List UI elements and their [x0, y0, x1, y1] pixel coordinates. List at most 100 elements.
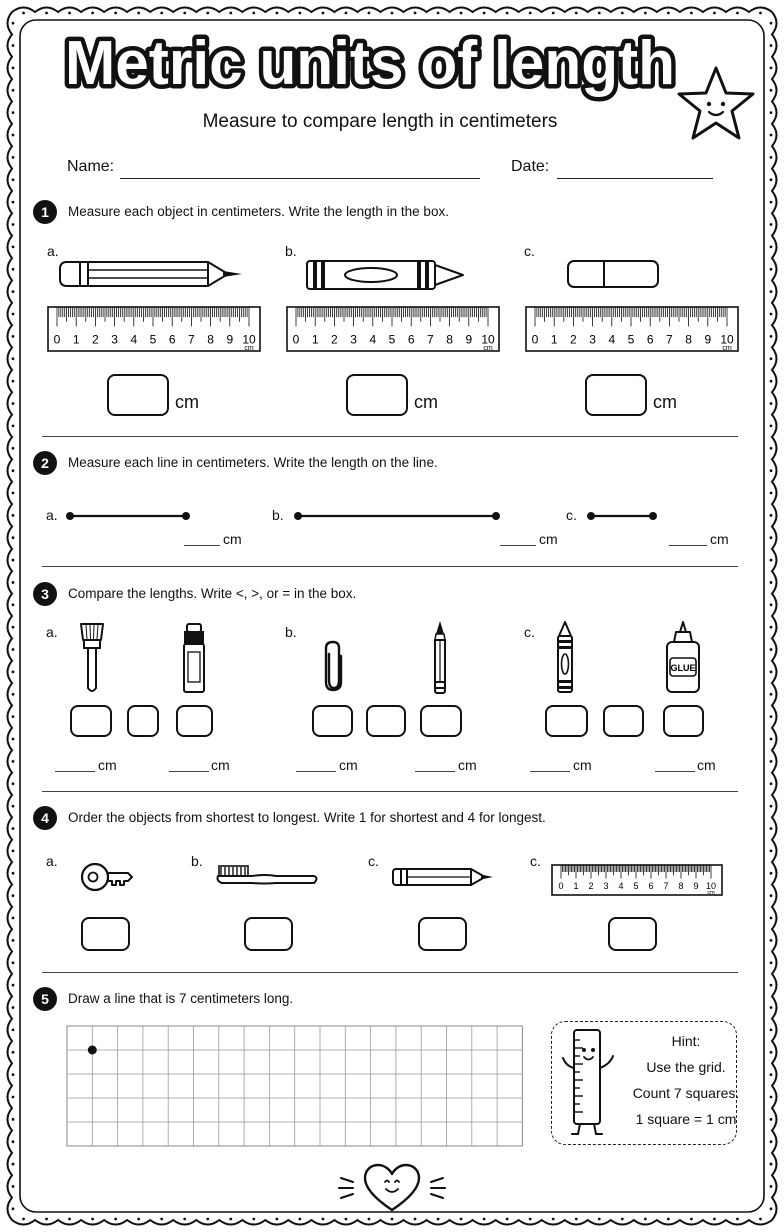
section-1-number: 1	[33, 200, 57, 224]
section-4-number: 4	[33, 806, 57, 830]
answer-blank-3a-right[interactable]	[169, 771, 209, 772]
order-box-b[interactable]	[244, 917, 293, 951]
answer-blank-3b-left[interactable]	[296, 771, 336, 772]
s1-letter-b: b.	[285, 243, 297, 259]
pencil-icon	[434, 621, 446, 694]
ruler-tick-label: 10	[706, 881, 716, 891]
order-box-d[interactable]	[608, 917, 657, 951]
order-box-a[interactable]	[81, 917, 130, 951]
unit-label: cm	[339, 757, 358, 773]
s4-letter-a: a.	[46, 853, 58, 869]
compare-box-b-right[interactable]	[420, 705, 462, 737]
ruler-tick-label: 5	[628, 332, 635, 346]
crayon-icon	[557, 621, 573, 693]
ruler-tick-label: 9	[226, 332, 233, 346]
name-label: Name:	[67, 158, 115, 175]
answer-blank-3b-right[interactable]	[415, 771, 455, 772]
compare-box-c-right[interactable]	[663, 705, 704, 737]
hint-line-3: 1 square = 1 cm	[635, 1111, 737, 1127]
answer-blank-2c[interactable]	[669, 545, 707, 546]
s4-letter-c2: c.	[530, 853, 541, 869]
ruler-tick-label: 6	[408, 332, 415, 346]
ruler-tick-label: 3	[589, 332, 596, 346]
section-4-instruction: Order the objects from shortest to longe…	[68, 810, 546, 825]
unit-label: cm	[98, 757, 117, 773]
measure-lines	[66, 512, 657, 520]
answer-box-1b[interactable]	[346, 374, 408, 416]
ruler-tick-label: 7	[663, 881, 668, 891]
s2-letter-c: c.	[566, 507, 577, 523]
ruler-tick-label: 9	[465, 332, 472, 346]
compare-box-b-left[interactable]	[312, 705, 353, 737]
ruler-tick-label: 0	[54, 332, 61, 346]
answer-blank-3a-left[interactable]	[55, 771, 95, 772]
compare-symbol-box-b[interactable]	[366, 705, 406, 737]
ruler-tick-label: 10	[242, 332, 256, 346]
ruler-unit-label: cm	[244, 345, 254, 352]
ruler-tick-label: 5	[389, 332, 396, 346]
date-label: Date:	[511, 158, 550, 175]
section-divider	[42, 436, 738, 437]
section-1-instruction: Measure each object in centimeters. Writ…	[68, 204, 449, 219]
compare-symbol-box-a[interactable]	[127, 705, 159, 737]
ruler-tick-label: 5	[150, 332, 157, 346]
s2-letter-a: a.	[46, 507, 58, 523]
crayon-icon	[306, 260, 464, 290]
answer-blank-3c-right[interactable]	[655, 771, 695, 772]
unit-label: cm	[458, 757, 477, 773]
ruler-unit-label: cm	[707, 890, 715, 896]
ruler-tick-label: 7	[666, 332, 673, 346]
section-divider	[42, 791, 738, 792]
paper-clip-icon	[324, 640, 343, 692]
ruler-tick-label: 3	[111, 332, 118, 346]
ruler-tick-label: 5	[633, 881, 638, 891]
drawing-grid[interactable]	[66, 1025, 524, 1147]
section-2-instruction: Measure each line in centimeters. Write …	[68, 455, 438, 470]
compare-box-c-left[interactable]	[545, 705, 588, 737]
compare-box-a-left[interactable]	[70, 705, 112, 737]
grid-start-dot	[87, 1045, 97, 1055]
line-b	[294, 512, 500, 520]
ruler-tick-label: 6	[648, 881, 653, 891]
s2-letter-b: b.	[272, 507, 284, 523]
title-text: Metric units of length	[65, 29, 675, 98]
ruler-tick-label: 8	[207, 332, 214, 346]
hint-box	[551, 1021, 737, 1145]
answer-box-1a[interactable]	[107, 374, 169, 416]
ruler-tick-label: 10	[481, 332, 495, 346]
ruler-tick-label: 9	[704, 332, 711, 346]
unit-label: cm	[223, 531, 242, 547]
ruler-tick-label: 0	[532, 332, 539, 346]
ruler-tick-label: 6	[647, 332, 654, 346]
unit-label: cm	[573, 757, 592, 773]
line-a	[66, 512, 190, 520]
compare-symbol-box-c[interactable]	[603, 705, 644, 737]
worksheet-title: Metric units of length	[50, 18, 690, 110]
ruler-tick-label: 2	[570, 332, 577, 346]
ruler-tick-label: 8	[678, 881, 683, 891]
ruler-tick-label: 7	[188, 332, 195, 346]
ruler-tick-label: 4	[618, 881, 623, 891]
eraser-icon	[567, 260, 659, 288]
ruler-tick-label: 4	[369, 332, 376, 346]
answer-blank-2b[interactable]	[500, 545, 536, 546]
toothbrush-icon	[216, 865, 318, 885]
answer-box-1c[interactable]	[585, 374, 647, 416]
paintbrush-icon	[80, 623, 104, 692]
s4-letter-b: b.	[191, 853, 203, 869]
ruler-tick-label: 1	[551, 332, 558, 346]
answer-blank-3c-left[interactable]	[530, 771, 570, 772]
unit-label: cm	[653, 392, 677, 412]
unit-label: cm	[539, 531, 558, 547]
compare-box-a-right[interactable]	[176, 705, 213, 737]
line-c	[587, 512, 657, 520]
date-field[interactable]	[557, 178, 713, 179]
order-box-c[interactable]	[418, 917, 467, 951]
ruler-tick-label: 2	[92, 332, 99, 346]
ruler-tick-label: 10	[720, 332, 734, 346]
ruler-tick-label: 2	[588, 881, 593, 891]
name-field[interactable]	[120, 178, 480, 179]
answer-blank-2a[interactable]	[184, 545, 220, 546]
unit-label: cm	[414, 392, 438, 412]
